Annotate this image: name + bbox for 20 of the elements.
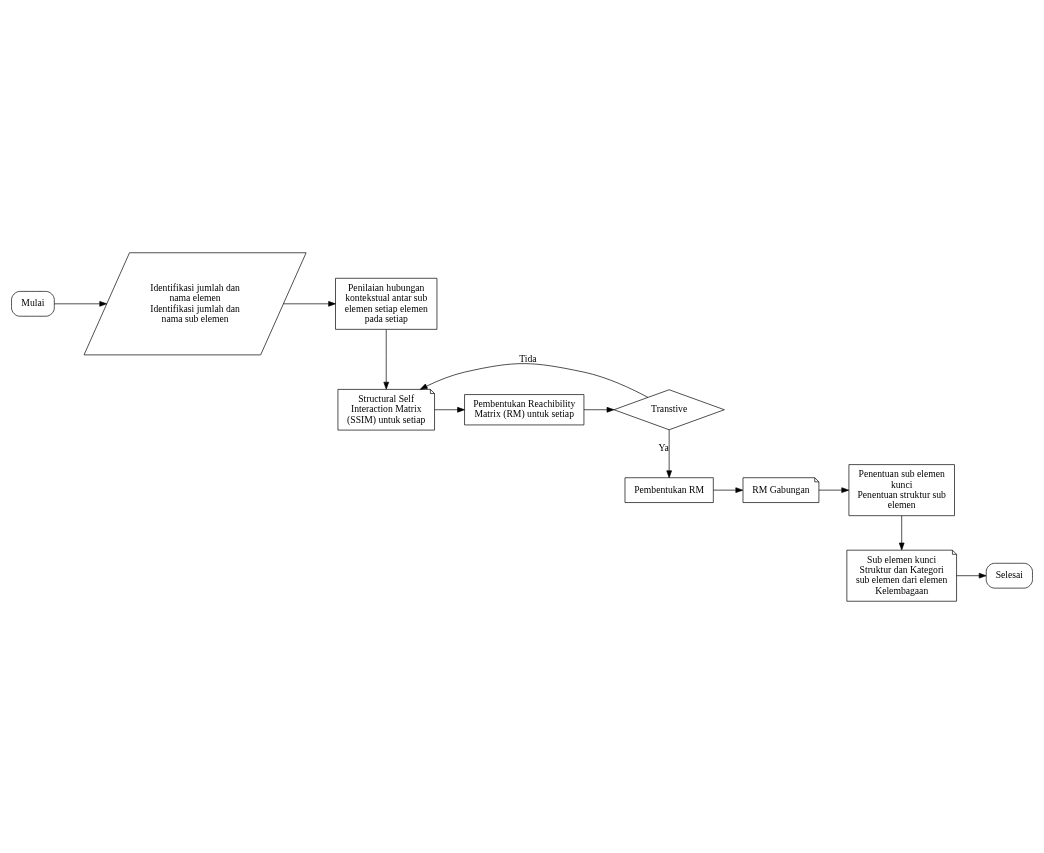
arrow — [956, 572, 987, 578]
arrow — [583, 406, 615, 412]
edge-label: Tida — [519, 352, 537, 364]
arrow — [54, 300, 107, 307]
arrow — [818, 486, 849, 493]
node-diamond: Transtive — [613, 388, 725, 430]
arrow — [419, 362, 649, 398]
edge-label: Ya — [658, 441, 669, 453]
node-box: Pembentukan RM — [624, 476, 714, 503]
arrow — [713, 486, 744, 493]
node-box: Selesai — [985, 562, 1033, 588]
arrow — [434, 406, 465, 412]
arrow — [283, 300, 336, 307]
node-box: Mulai — [11, 290, 55, 317]
node-box: Penentuan sub elemen kunci Penentuan struktur sub elemen — [848, 463, 955, 516]
arrow — [666, 428, 672, 478]
node-box: Penilaian hubungan kontekstual antar sub elemen setiap elemen pada setiap — [335, 277, 438, 330]
arrow — [898, 515, 905, 550]
node-box: Pembentukan Reachibility Matrix (RM) untuk setiap — [464, 393, 585, 425]
arrow — [383, 328, 389, 389]
